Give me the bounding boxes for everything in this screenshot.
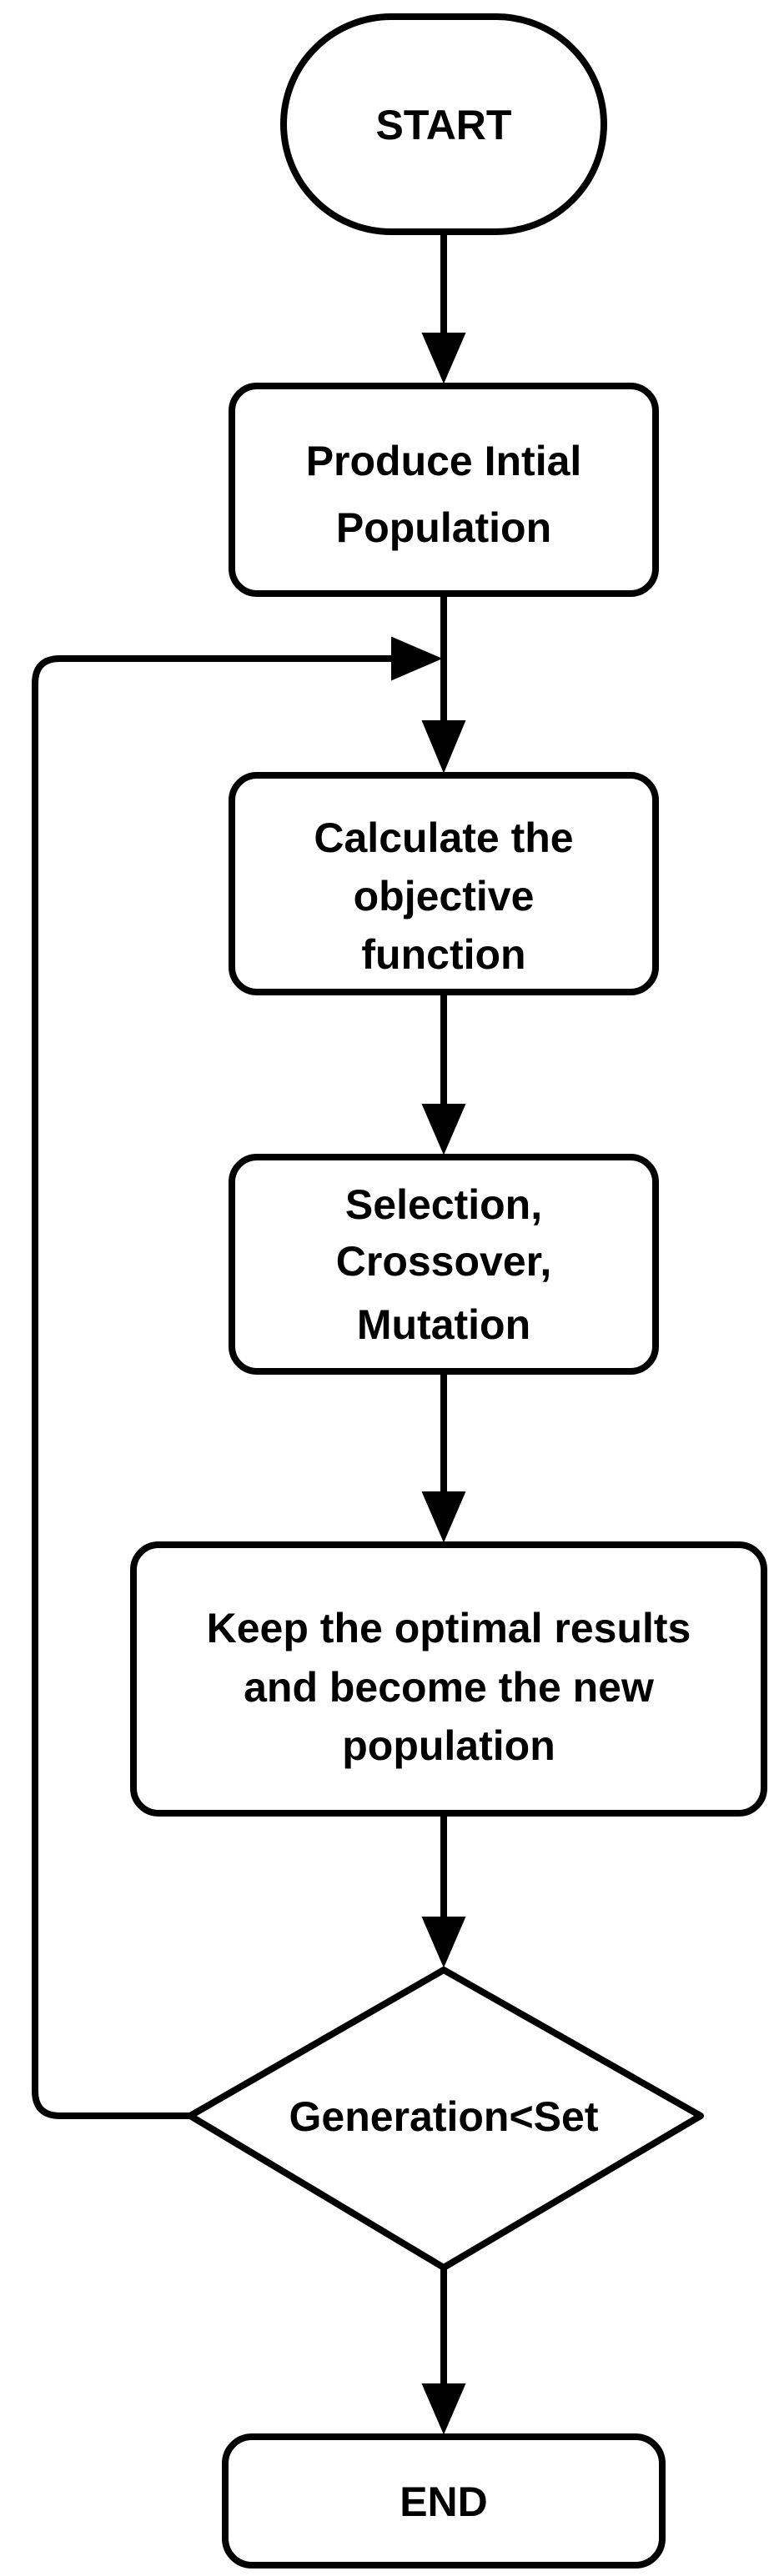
arrowhead-operators-to-keep <box>421 1491 466 1543</box>
start-shape <box>280 13 607 235</box>
keep-optimal-label-line-1: Keep the optimal results <box>207 1605 691 1651</box>
start-label: START <box>376 102 512 148</box>
keep-optimal-shape <box>130 1541 767 1817</box>
end-box: END <box>222 2433 666 2568</box>
objective-function-label-line-3: function <box>361 931 525 978</box>
objective-function-shape <box>229 772 659 995</box>
generation-decision-shape <box>187 1967 704 2271</box>
keep-optimal-label-line-3: population <box>342 1722 555 1769</box>
genetic-operators-label-line-3: Mutation <box>357 1301 530 1348</box>
edge-loop-back <box>32 655 396 2119</box>
arrowhead-objective-to-operators <box>421 1104 466 1155</box>
generation-decision-label: Generation<Set <box>289 2093 599 2140</box>
connector-lines <box>32 232 466 2435</box>
produce-population-label-line-2: Population <box>336 504 551 551</box>
start-terminator: START <box>280 13 607 235</box>
arrowhead-start-to-init <box>421 333 466 384</box>
produce-population-box: Produce Intial Population <box>229 383 659 597</box>
produce-population-shape <box>229 383 659 597</box>
objective-function-label-line-2: objective <box>354 873 535 920</box>
genetic-operators-label-line-2: Crossover, <box>336 1238 551 1285</box>
keep-optimal-label-line-2: and become the new <box>244 1664 654 1711</box>
arrowhead-init-to-objective <box>421 720 466 774</box>
objective-function-box: Calculate the objective function <box>229 772 659 995</box>
genetic-operators-label-line-1: Selection, <box>345 1181 542 1228</box>
keep-optimal-box: Keep the optimal results and become the … <box>130 1541 767 1817</box>
genetic-operators-box: Selection, Crossover, Mutation <box>229 1154 659 1375</box>
arrowhead-keep-to-decision <box>421 1917 466 1968</box>
end-shape <box>222 2433 666 2568</box>
arrowhead-loop-back <box>391 636 443 681</box>
generation-decision: Generation<Set <box>187 1967 704 2271</box>
end-label: END <box>400 2478 488 2525</box>
produce-population-label-line-1: Produce Intial <box>306 438 582 484</box>
objective-function-label-line-1: Calculate the <box>314 814 573 861</box>
arrowhead-decision-to-end <box>421 2383 466 2435</box>
genetic-operators-shape <box>229 1154 659 1375</box>
